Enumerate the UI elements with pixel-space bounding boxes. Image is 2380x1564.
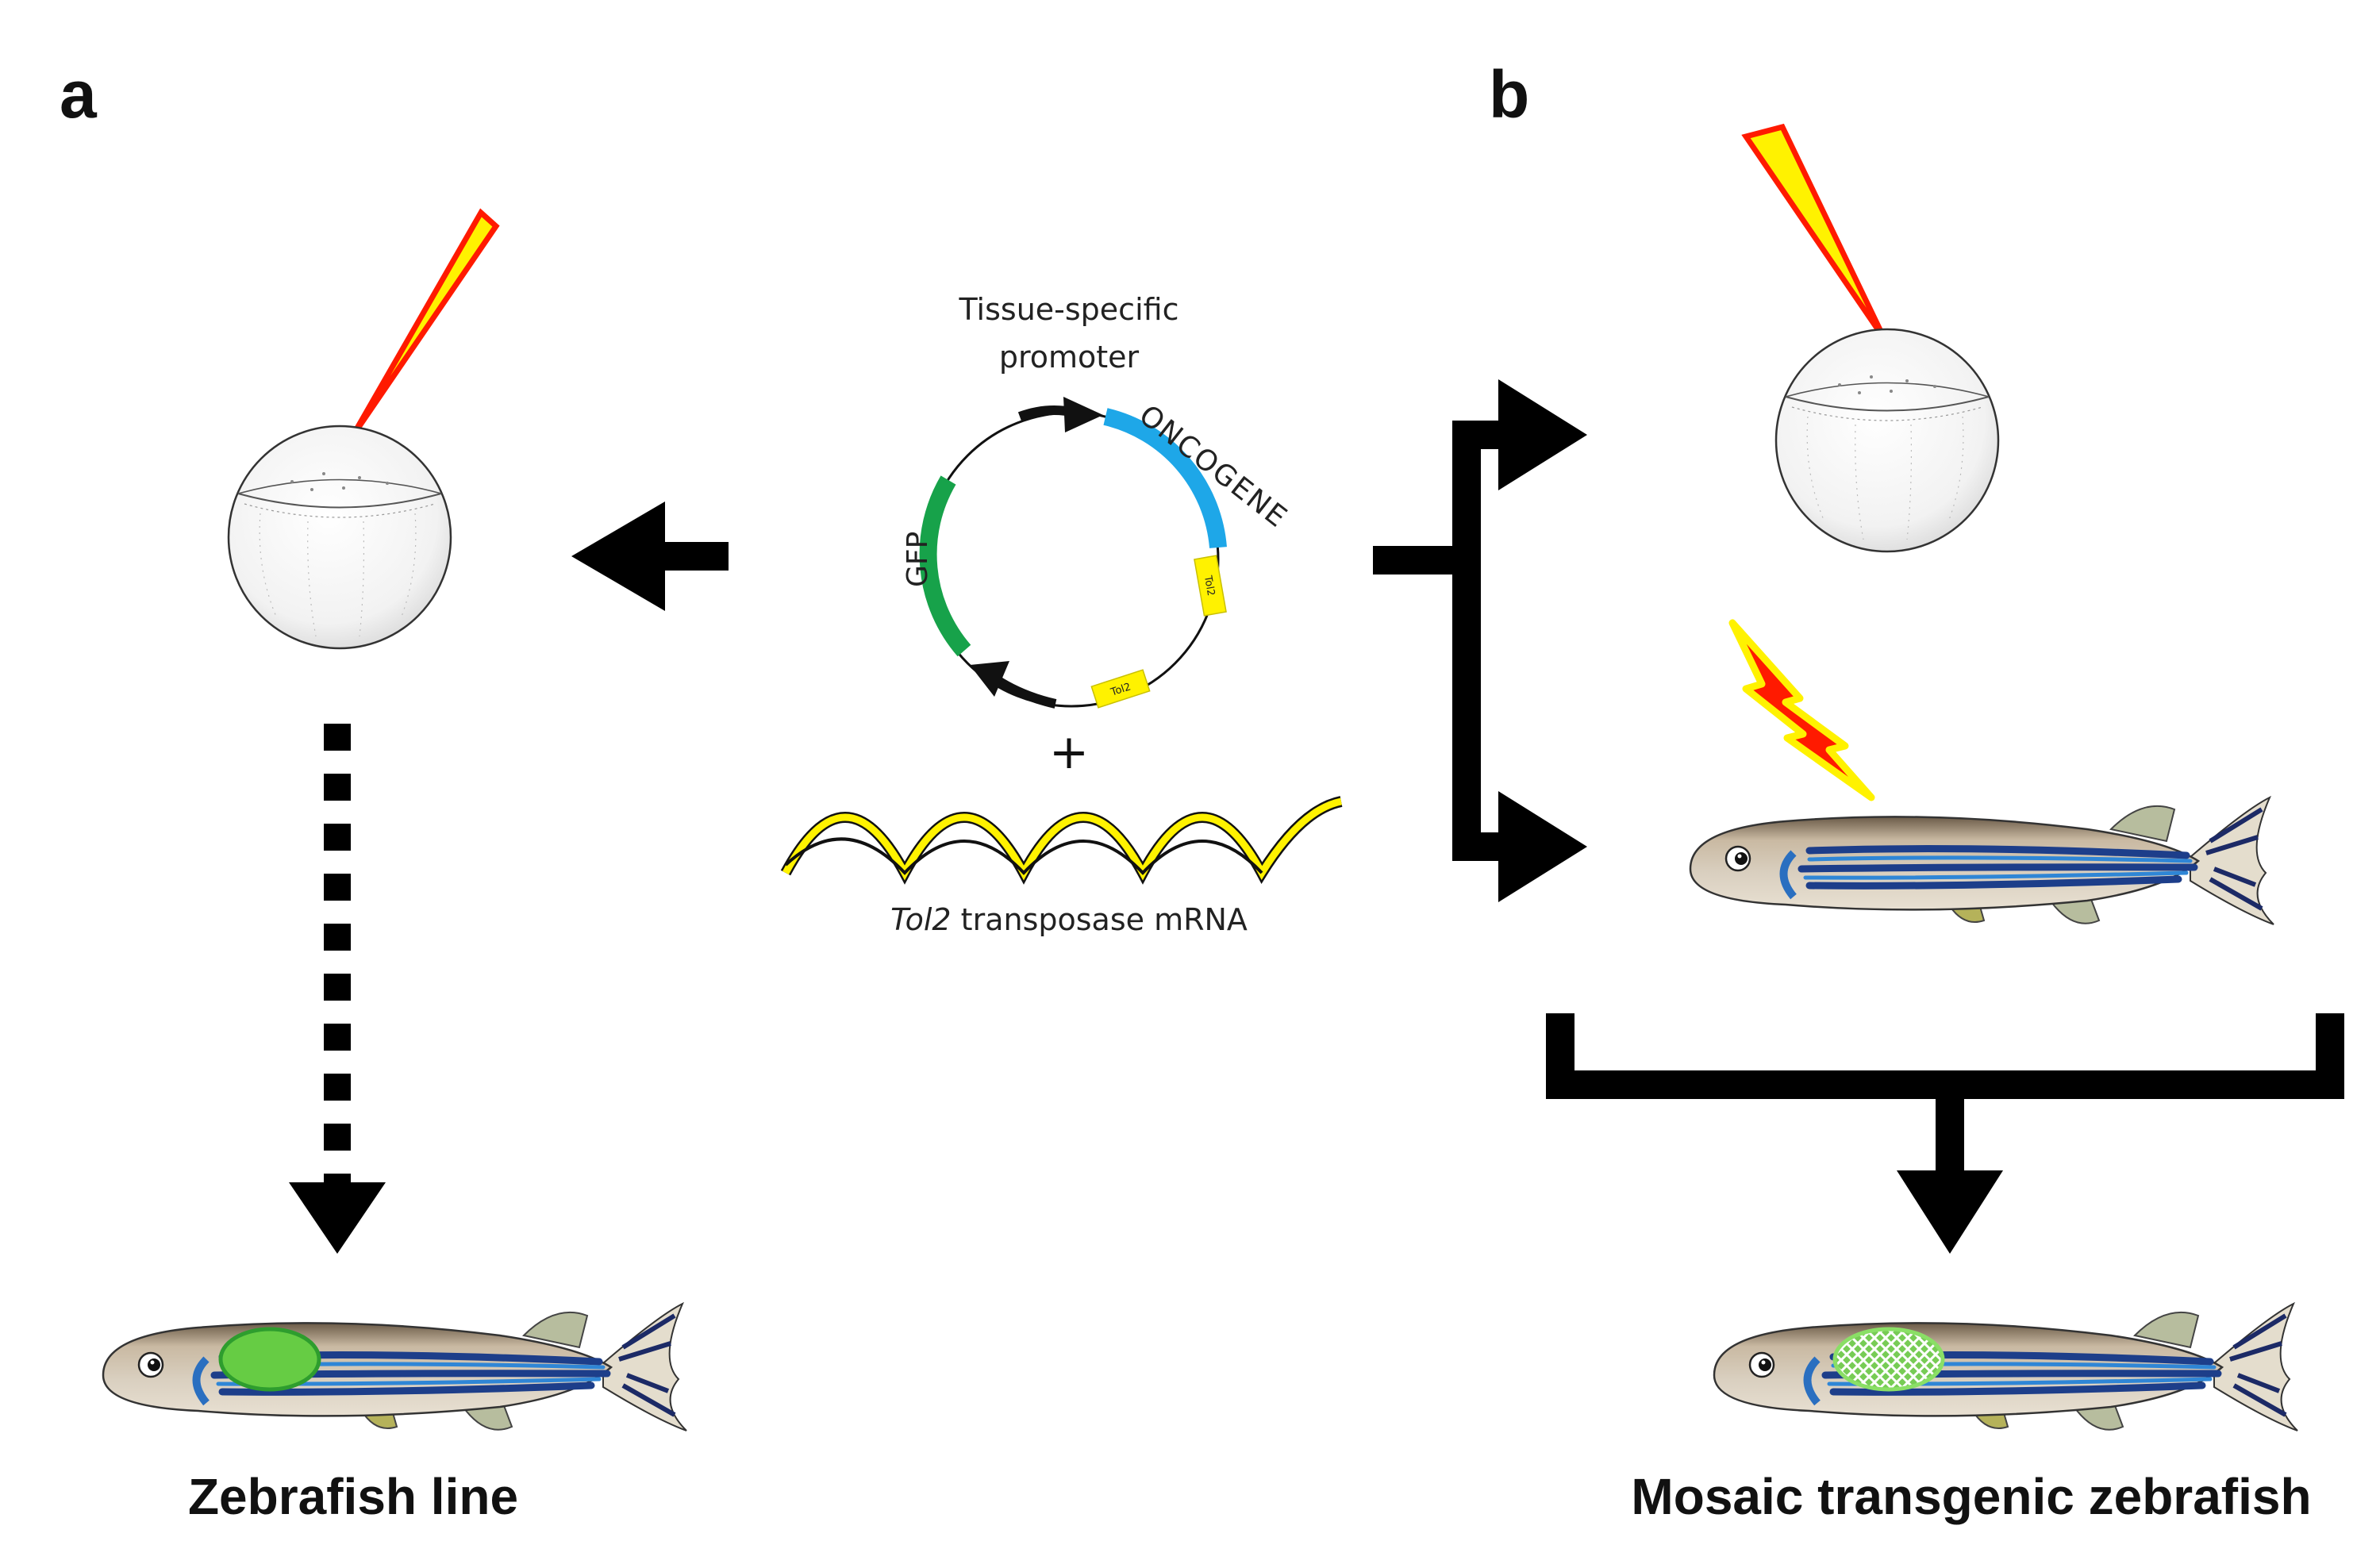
promoter-label-line2: promoter: [999, 340, 1140, 375]
arrow-left: [571, 501, 729, 611]
tol2-site-right: Tol2: [1194, 555, 1227, 617]
promoter-arrow-bottom: [970, 661, 1057, 709]
tol2-site-bottom: Tol2: [1090, 669, 1151, 709]
mrna-label-italic: Tol2: [890, 902, 952, 937]
gfp-label: GFP: [902, 532, 934, 587]
plasmid-diagram: Tissue-specific promoter Tol2 Tol2 ONCOG…: [780, 292, 1343, 937]
panel-letter-a: a: [60, 57, 98, 132]
branch-arrow: [1373, 379, 1587, 902]
bracket-arrow: [1546, 1013, 2344, 1254]
zebrafish-icon-mosaic: [1714, 1304, 2297, 1431]
promoter-arrow-top: [1017, 397, 1103, 432]
zebrafish-icon-b: [1690, 797, 2274, 924]
mrna-helix: [780, 796, 1343, 885]
plus-sign: +: [1049, 724, 1089, 780]
panel-letter-b: b: [1489, 57, 1529, 132]
caption-left: Zebrafish line: [188, 1468, 518, 1525]
caption-right: Mosaic transgenic zebrafish: [1631, 1468, 2311, 1525]
mrna-label-rest: transposase mRNA: [952, 902, 1248, 937]
zebrafish-icon: [103, 1304, 686, 1431]
lightning-bolt-icon: [1728, 619, 1875, 801]
tol2-label-right: Tol2: [1202, 574, 1217, 597]
promoter-label-line1: Tissue-specific: [959, 292, 1179, 327]
embryo-icon: [227, 425, 452, 650]
embryo-icon-b: [1774, 328, 2000, 553]
oncogene-segment: [1103, 408, 1227, 548]
needle-icon: [349, 208, 500, 438]
mrna-label: Tol2 transposase mRNA: [890, 902, 1248, 937]
needle-icon-b: [1741, 123, 1888, 341]
gfp-segment: [919, 475, 971, 657]
green-spot: [218, 1327, 321, 1392]
mosaic-spot: [1832, 1327, 1945, 1392]
dashed-arrow-down: [289, 724, 386, 1254]
